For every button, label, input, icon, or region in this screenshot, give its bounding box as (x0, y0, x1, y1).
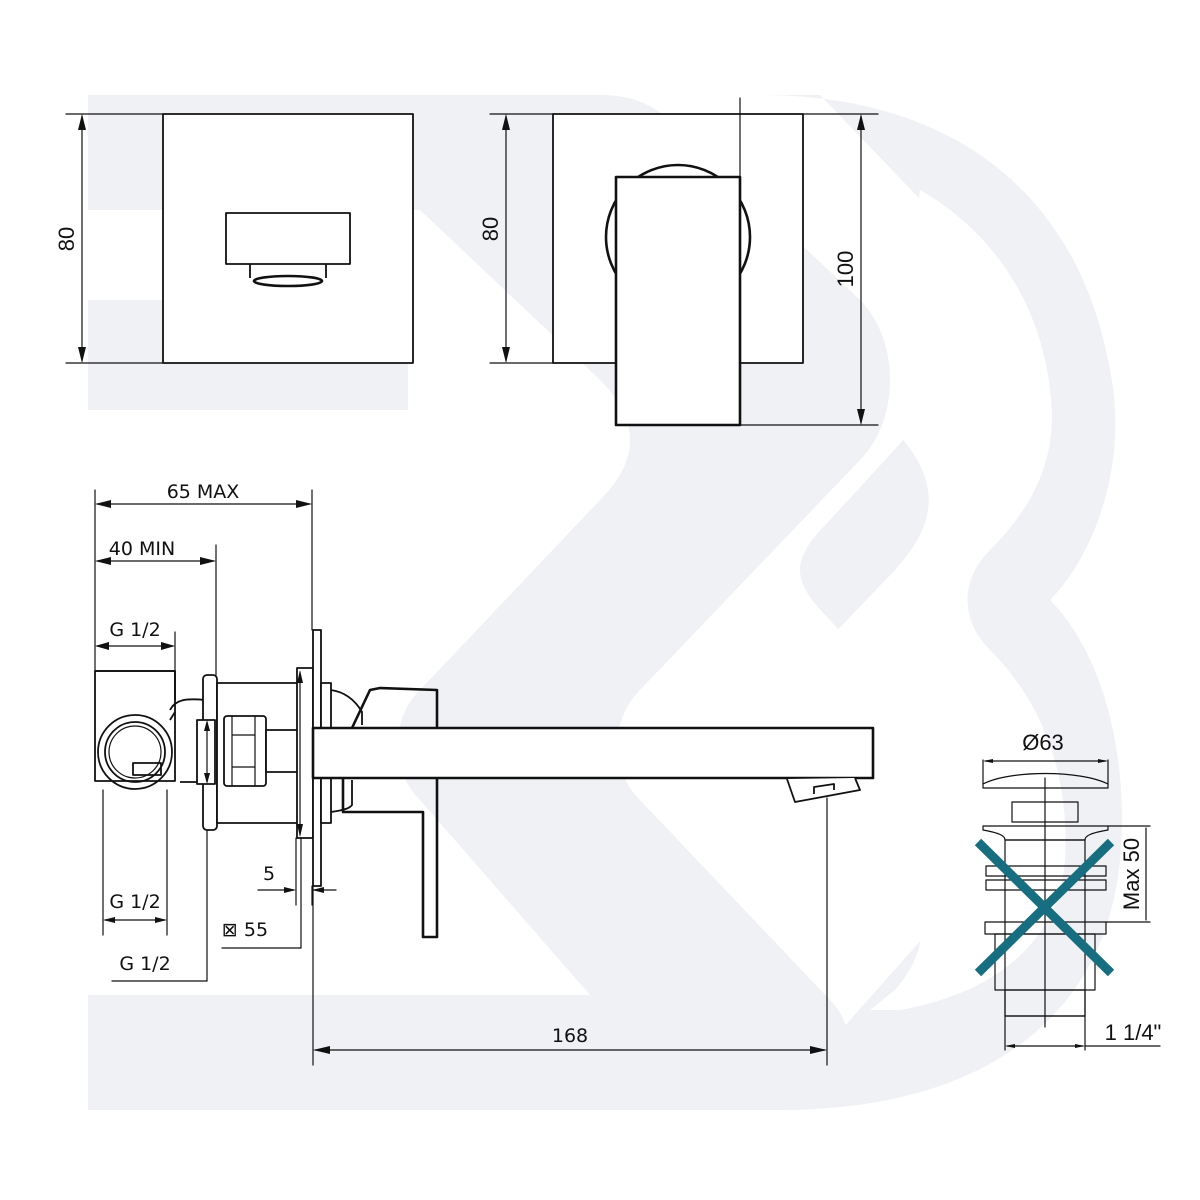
plate-square-label: ⊠ 55 (222, 919, 268, 941)
max-depth-label: 65 MAX (167, 481, 240, 503)
inlet-top-label: G 1/2 (109, 619, 160, 641)
front-height-label: 80 (54, 227, 79, 251)
inlet-bottom-label: G 1/2 (109, 891, 160, 913)
plate-thickness-label: 5 (263, 863, 275, 885)
crossed-out-icon (974, 838, 1115, 977)
max-height-label: Max 50 (1119, 838, 1144, 910)
lever-handle (614, 175, 742, 427)
front-view: 80 (54, 113, 414, 364)
waste-valve: Ø63 Max 50 1 1/4" (974, 730, 1162, 1051)
thread-label: 1 1/4" (1105, 1020, 1162, 1045)
lever-height-label: 100 (833, 251, 858, 288)
min-depth-label: 40 MIN (109, 538, 175, 560)
front-plate (162, 113, 414, 364)
side-height-label: 80 (478, 217, 503, 241)
outlet-label: G 1/2 (119, 953, 170, 975)
diameter-label: Ø63 (1022, 730, 1064, 755)
lever-view: 80 100 (478, 97, 879, 427)
spout-length-label: 168 (552, 1025, 588, 1047)
section-view: 65 MAX 40 MIN G 1/2 G 1/2 G 1/2 5 (94, 481, 875, 1066)
front-lever-block (225, 212, 351, 265)
spout (311, 726, 875, 780)
aerator-ring (252, 274, 324, 288)
